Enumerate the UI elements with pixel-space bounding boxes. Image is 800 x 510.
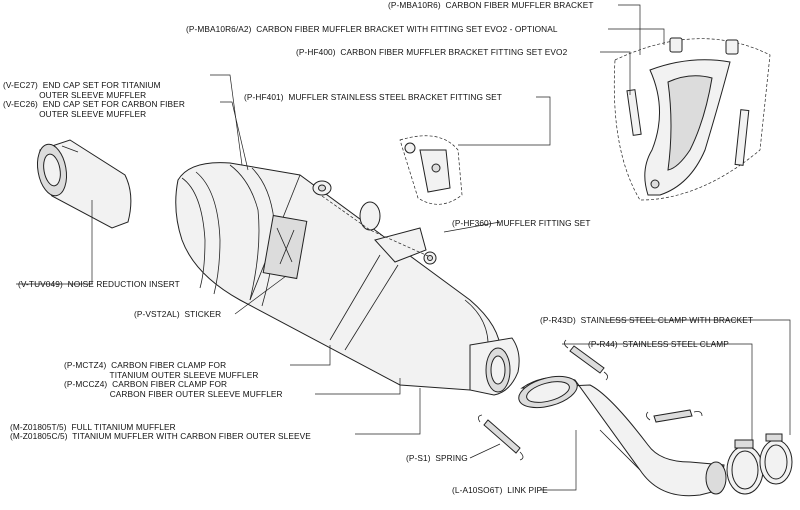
spring-left [478,414,524,461]
label-p-hf360: (P-HF360) MUFFLER FITTING SET [452,218,591,228]
label-p-s1: (P-S1) SPRING [406,453,468,463]
label-p-mccz4: (P-MCCZ4) CARBON FIBER CLAMP FOR CARBON … [64,379,283,399]
noise-reduction-insert [36,139,132,229]
stainless-clamp [759,433,793,485]
label-p-r43d: (P-R43D) STAINLESS STEEL CLAMP WITH BRAC… [540,315,754,325]
label-p-hf401: (P-HF401) MUFFLER STAINLESS STEEL BRACKE… [244,92,502,102]
link-pipe [518,375,727,497]
muffler [175,162,520,396]
label-p-hf400: (P-HF400) CARBON FIBER MUFFLER BRACKET F… [296,47,568,57]
leader-lines [16,4,791,491]
clamp-with-bracket [726,439,764,495]
muffler-fitting-set [312,180,437,265]
label-m-z01805t5: (M-Z01805T/5) FULL TITANIUM MUFFLER [10,422,176,432]
label-p-mba10r6: (P-MBA10R6) CARBON FIBER MUFFLER BRACKET [388,0,594,10]
label-p-mctz4: (P-MCTZ4) CARBON FIBER CLAMP FOR TITANIU… [64,360,259,380]
label-v-ec26: (V-EC26) END CAP SET FOR CARBON FIBER OU… [3,99,185,119]
spring-right [646,409,703,423]
label-p-mba10r6-a2: (P-MBA10R6/A2) CARBON FIBER MUFFLER BRAC… [186,24,558,34]
label-m-z01805c5: (M-Z01805C/5) TITANIUM MUFFLER WITH CARB… [10,431,311,441]
label-v-tuv049: (V-TUV049) NOISE REDUCTION INSERT [18,279,180,289]
label-p-r44: (P-R44) STAINLESS STEEL CLAMP [588,339,729,349]
label-p-vst2al: (P-VST2AL) STICKER [134,309,222,319]
carbon-bracket [613,37,771,201]
label-v-ec27: (V-EC27) END CAP SET FOR TITANIUM OUTER … [3,80,161,100]
stainless-bracket-fitting-set [399,135,463,205]
label-l-a10so6t: (L-A10SO6T) LINK PIPE [452,485,548,495]
